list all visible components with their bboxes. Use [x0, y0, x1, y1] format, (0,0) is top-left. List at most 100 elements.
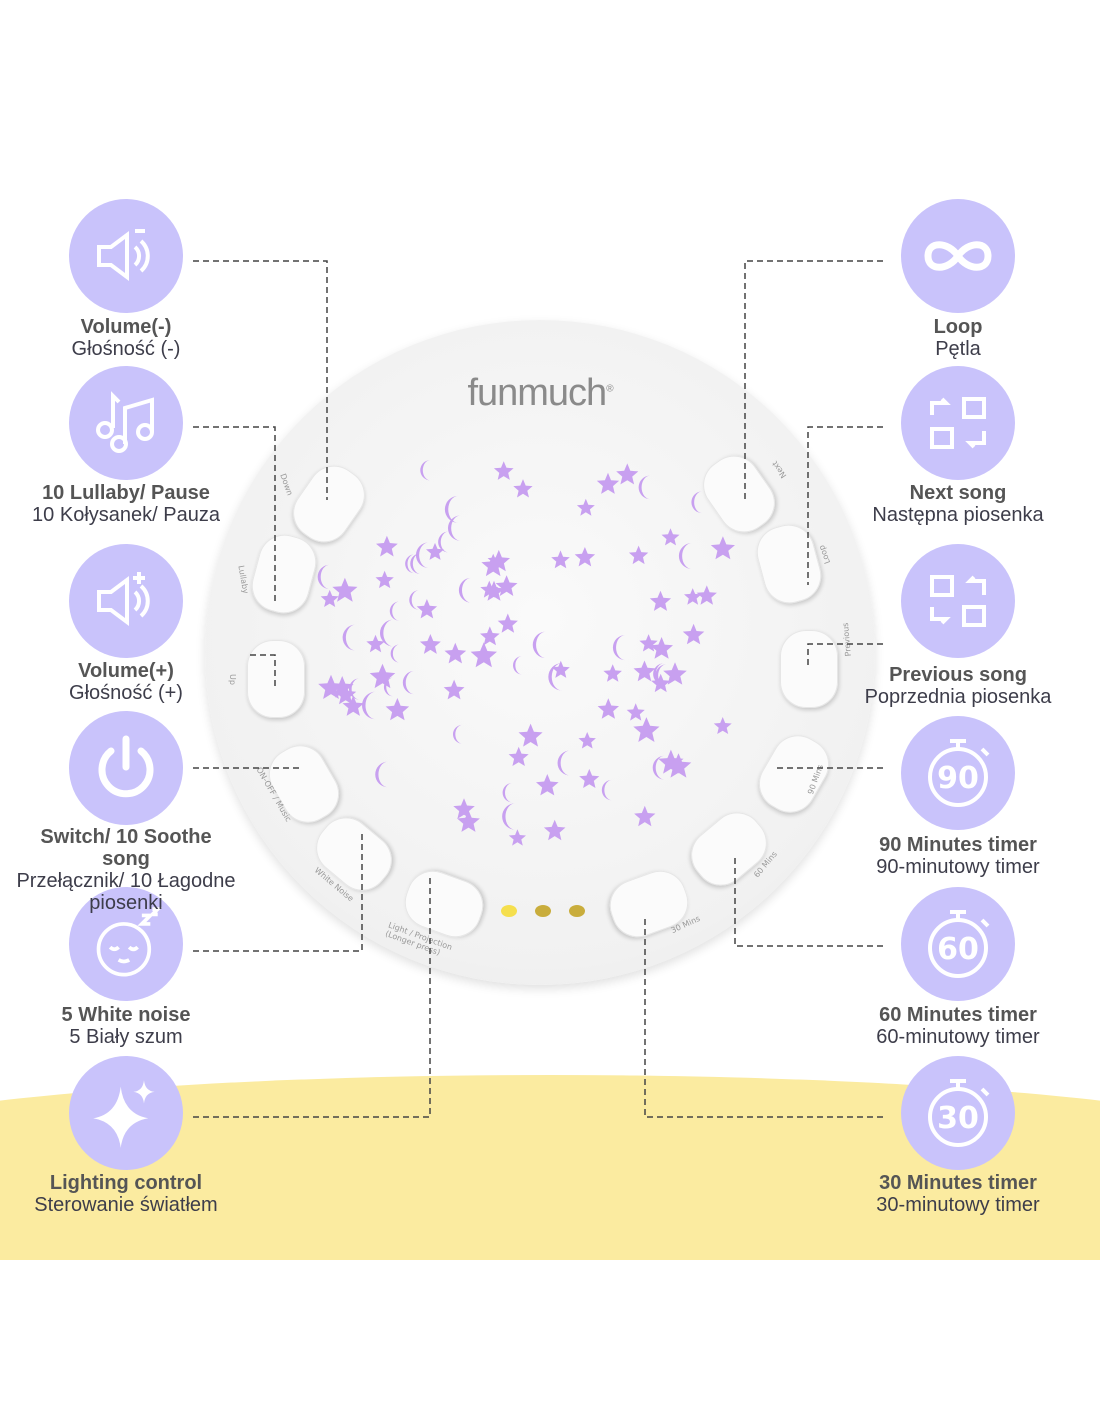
star-icon [416, 599, 438, 619]
moon-icon [415, 542, 429, 568]
star-icon [597, 698, 619, 719]
label-en: Previous song [889, 664, 1027, 686]
label-pl: Pętla [935, 338, 981, 360]
moon-icon [655, 664, 667, 687]
star-icon [596, 472, 620, 494]
loop-icon [901, 199, 1015, 313]
star-icon [334, 683, 357, 705]
star-icon [518, 723, 543, 747]
star-icon [551, 660, 570, 678]
led [535, 905, 551, 917]
star-icon [551, 550, 570, 569]
label-pl: Sterowanie światłem [34, 1194, 218, 1216]
star-icon [320, 589, 339, 607]
star-icon [375, 570, 394, 589]
moon-icon [389, 601, 400, 621]
device-button-up[interactable] [247, 640, 305, 718]
moon-icon [652, 755, 665, 780]
star-icon [453, 798, 475, 819]
timer-number: 60 [937, 932, 979, 967]
moon-icon [691, 491, 703, 514]
star-icon [633, 717, 660, 742]
label-pl: Głośność (-) [71, 338, 181, 360]
volume-up-icon [69, 544, 183, 658]
device-button-previous[interactable] [780, 630, 838, 708]
star-icon [508, 829, 526, 846]
label-en: 30 Minutes timer [879, 1172, 1037, 1194]
next-song-icon [901, 366, 1015, 480]
sound-machine-device: funmuch® Down Lullaby Up ON-OFF / Music … [205, 320, 875, 985]
moon-icon [447, 515, 461, 541]
star-icon [658, 749, 684, 774]
timer-60-icon: 60 [901, 887, 1015, 1001]
label-pl: Przełącznik/ 10 Łagodne piosenki [16, 870, 236, 914]
star-icon [713, 717, 732, 734]
label-pl: 90-minutowy timer [876, 856, 1040, 878]
moon-icon [438, 531, 449, 553]
star-icon [665, 753, 692, 778]
star-icon [579, 768, 600, 788]
star-icon [682, 623, 705, 645]
label-en: 90 Minutes timer [879, 834, 1037, 856]
label-pl: Poprzednia piosenka [864, 686, 1052, 708]
star-icon [483, 580, 505, 601]
moon-icon [342, 624, 356, 651]
moon-icon [601, 779, 612, 801]
label-en: Next song [909, 482, 1007, 504]
label-pl: 30-minutowy timer [876, 1194, 1040, 1216]
label-en: 10 Lullaby/ Pause [42, 482, 210, 504]
moon-icon [502, 803, 516, 830]
star-icon [513, 479, 533, 498]
star-projection-pattern [317, 460, 735, 846]
moon-icon [513, 656, 523, 675]
moon-icon [557, 750, 570, 776]
label-pl: 10 Kołysanek/ Pauza [32, 504, 220, 526]
star-icon [626, 703, 645, 721]
moon-icon [380, 619, 394, 647]
led [569, 905, 585, 917]
star-icon [696, 585, 717, 605]
power-icon [69, 711, 183, 825]
star-icon [651, 673, 671, 693]
star-icon [649, 590, 672, 611]
previous-song-icon [901, 544, 1015, 658]
star-icon [481, 553, 505, 577]
star-icon [543, 819, 566, 841]
star-icon [419, 634, 441, 654]
star-icon [366, 634, 385, 653]
star-icon [426, 542, 444, 560]
moon-icon [375, 761, 389, 788]
moon-icon [444, 495, 459, 523]
star-icon [603, 664, 622, 682]
moon-icon [638, 475, 651, 500]
star-icon [480, 580, 499, 598]
timer-number: 30 [937, 1101, 979, 1136]
star-icon [684, 588, 702, 605]
star-icon [650, 637, 673, 659]
timer-30-icon: 30 [901, 1056, 1015, 1170]
moon-icon [390, 644, 400, 663]
star-icon [369, 663, 396, 689]
star-icon [661, 528, 680, 546]
moon-icon [532, 631, 546, 659]
moon-icon [548, 663, 563, 691]
star-icon [342, 695, 364, 716]
star-icon [639, 634, 658, 652]
label-pl: 5 Biały szum [69, 1026, 183, 1048]
star-icon [470, 642, 497, 668]
label-pl: 60-minutowy timer [876, 1026, 1040, 1048]
moon-icon [410, 553, 421, 575]
star-icon [457, 810, 480, 832]
moon-icon [317, 564, 330, 590]
star-icon [574, 547, 596, 567]
star-icon [634, 805, 656, 827]
star-icon [444, 642, 467, 664]
moon-icon [502, 783, 513, 803]
